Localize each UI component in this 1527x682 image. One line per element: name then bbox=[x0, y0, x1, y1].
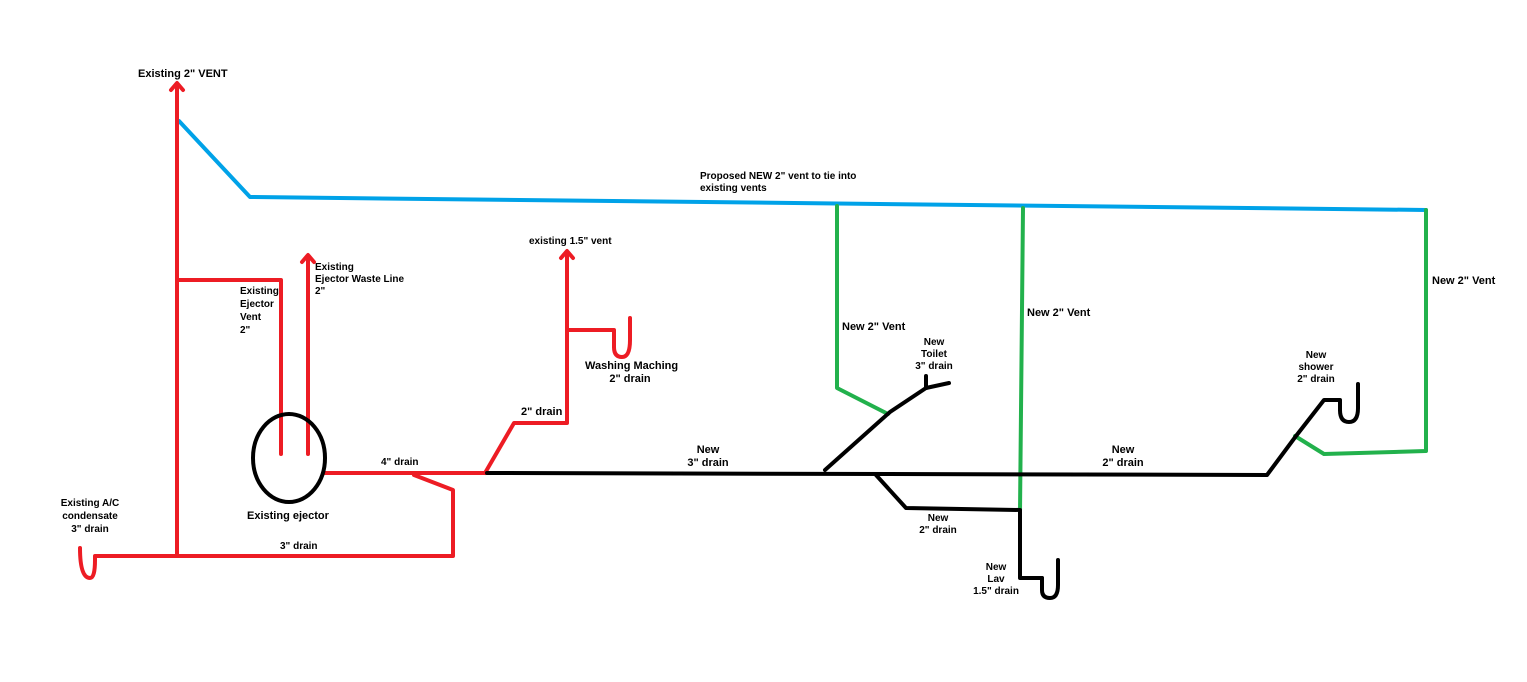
drain-4-label: 4" drain bbox=[381, 457, 419, 468]
ejector-vent-label-line2: Ejector bbox=[240, 299, 274, 310]
ac-label-line2: condensate bbox=[62, 511, 118, 522]
new-3-drain-line1: New bbox=[696, 444, 720, 456]
new-toilet-line2: Toilet bbox=[921, 349, 947, 360]
existing-3in-drain bbox=[93, 473, 455, 562]
ejector-vent-label: Existing Ejector Vent 2" bbox=[240, 285, 279, 337]
washing-machine-trap bbox=[612, 316, 632, 359]
proposed-vent-pipe bbox=[177, 119, 1428, 212]
drain-3-bottom-label: 3" drain bbox=[280, 541, 318, 552]
ejector-waste-label-line3: 2" bbox=[315, 286, 326, 297]
new-shower-label: New shower 2" drain bbox=[1285, 350, 1347, 386]
proposed-vent-label-line1: Proposed NEW 2" vent to tie into bbox=[700, 171, 857, 182]
new-toilet-label: New Toilet 3" drain bbox=[904, 337, 964, 373]
existing-ejector-label: Existing ejector bbox=[247, 510, 329, 522]
new-vent-pipes bbox=[835, 204, 1428, 514]
new-lav-label: New Lav 1.5" drain bbox=[965, 562, 1027, 598]
ac-condensate-trap bbox=[78, 546, 97, 580]
proposed-vent-label: Proposed NEW 2" vent to tie into existin… bbox=[700, 171, 856, 195]
new-2-vent-label-a: New 2" Vent bbox=[842, 321, 906, 333]
new-vent-shower bbox=[1293, 208, 1428, 456]
new-2-vent-label-b: New 2" Vent bbox=[1027, 307, 1091, 319]
ejector-waste-label-line1: Existing bbox=[315, 262, 354, 273]
ac-label-line1: Existing A/C bbox=[60, 498, 120, 509]
washing-machine-drain bbox=[565, 328, 616, 349]
existing-ejector bbox=[251, 412, 327, 504]
ejector-vent-label-line4: 2" bbox=[240, 325, 251, 336]
new-shower-line2: shower bbox=[1298, 362, 1334, 373]
existing-ejector-vent bbox=[175, 278, 283, 456]
new-lav-line3: 1.5" drain bbox=[973, 586, 1019, 597]
existing-vent-cap bbox=[169, 81, 185, 92]
existing-pipes bbox=[78, 81, 632, 580]
new-toilet-line3: 3" drain bbox=[915, 361, 953, 372]
washing-label-line1: Washing Maching bbox=[585, 360, 679, 372]
new-toilet-line1: New bbox=[923, 337, 945, 348]
washing-machine-label: Washing Maching 2" drain bbox=[585, 360, 679, 386]
new-2-drain-right-label: New 2" drain bbox=[1095, 444, 1151, 470]
proposed-vent-line bbox=[177, 119, 1428, 212]
new-2-drain-mid-line1: New bbox=[927, 513, 949, 524]
new-2-drain-right-line1: New bbox=[1111, 444, 1135, 456]
new-3-drain-label: New 3" drain bbox=[680, 444, 736, 470]
new-lav-line2: Lav bbox=[987, 574, 1005, 585]
proposed-vent-label-line2: existing vents bbox=[700, 183, 767, 194]
ejector-vent-label-line3: Vent bbox=[240, 312, 262, 323]
ejector-waste-label-line2: Ejector Waste Line bbox=[315, 274, 405, 285]
new-lav-drain bbox=[874, 473, 1044, 580]
ejector-waste-line-label: Existing Ejector Waste Line 2" bbox=[315, 262, 404, 298]
new-drain-pipes bbox=[485, 374, 1360, 600]
existing-15-vent-cap bbox=[559, 249, 575, 260]
ac-label-line3: 3" drain bbox=[71, 524, 109, 535]
new-lav-line1: New bbox=[985, 562, 1007, 573]
existing-2in-drain-riser bbox=[483, 250, 569, 475]
drain-2-left-label: 2" drain bbox=[521, 406, 563, 418]
new-toilet-drain bbox=[823, 381, 951, 472]
new-2-vent-label-c: New 2" Vent bbox=[1432, 275, 1496, 287]
new-main-drain bbox=[485, 398, 1342, 477]
shower-trap bbox=[1338, 382, 1360, 424]
new-2-drain-right-line2: 2" drain bbox=[1102, 457, 1144, 469]
existing-vent-label: Existing 2" VENT bbox=[138, 68, 228, 80]
new-vent-lav bbox=[1018, 206, 1025, 514]
ejector-waste-cap bbox=[300, 253, 316, 264]
ejector-vent-label-line1: Existing bbox=[240, 286, 279, 297]
new-3-drain-line2: 3" drain bbox=[687, 457, 729, 469]
new-2-drain-mid-label: New 2" drain bbox=[910, 513, 966, 537]
existing-15-vent-label: existing 1.5" vent bbox=[529, 236, 612, 247]
new-2-drain-mid-line2: 2" drain bbox=[919, 525, 957, 536]
new-shower-line3: 2" drain bbox=[1297, 374, 1335, 385]
ac-condensate-label: Existing A/C condensate 3" drain bbox=[52, 497, 128, 536]
new-shower-line1: New bbox=[1305, 350, 1327, 361]
new-vent-toilet bbox=[835, 204, 890, 416]
lav-trap bbox=[1040, 558, 1060, 600]
washing-label-line2: 2" drain bbox=[609, 373, 651, 385]
